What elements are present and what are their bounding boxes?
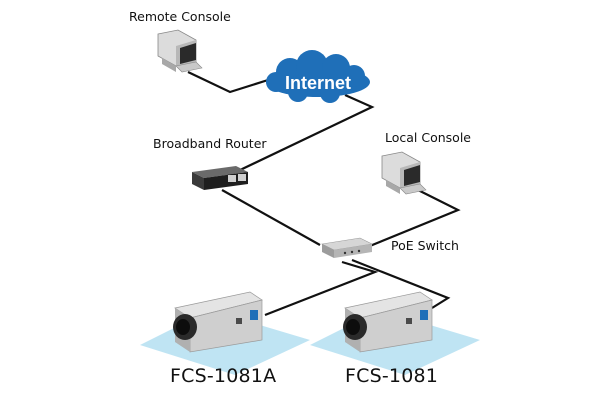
local-console-computer-icon (381, 151, 427, 195)
cable-switch-to-cam-a (264, 260, 379, 317)
cable-router-to-switch (221, 189, 321, 246)
camera-b-icon (310, 291, 480, 375)
camera-b-label: FCS-1081 (345, 365, 439, 387)
internet-label: Internet (285, 73, 351, 93)
camera-a-icon (140, 291, 310, 375)
camera-a-label: FCS-1081A (170, 365, 277, 387)
poe-switch-label: PoE Switch (391, 238, 459, 253)
local-console-label: Local Console (385, 130, 471, 145)
cable-local-to-switch (359, 189, 461, 252)
remote-console-computer-icon (157, 29, 203, 73)
remote-console-label: Remote Console (129, 9, 231, 24)
cable-internet-to-router (214, 93, 375, 183)
poe-switch-icon (321, 237, 373, 258)
cables (187, 71, 461, 317)
internet-cloud-icon (266, 50, 370, 103)
broadband-router-icon (192, 166, 248, 190)
cable-remote-to-internet (187, 71, 269, 94)
broadband-router-label: Broadband Router (153, 136, 267, 151)
cable-switch-to-cam-b (351, 258, 451, 309)
